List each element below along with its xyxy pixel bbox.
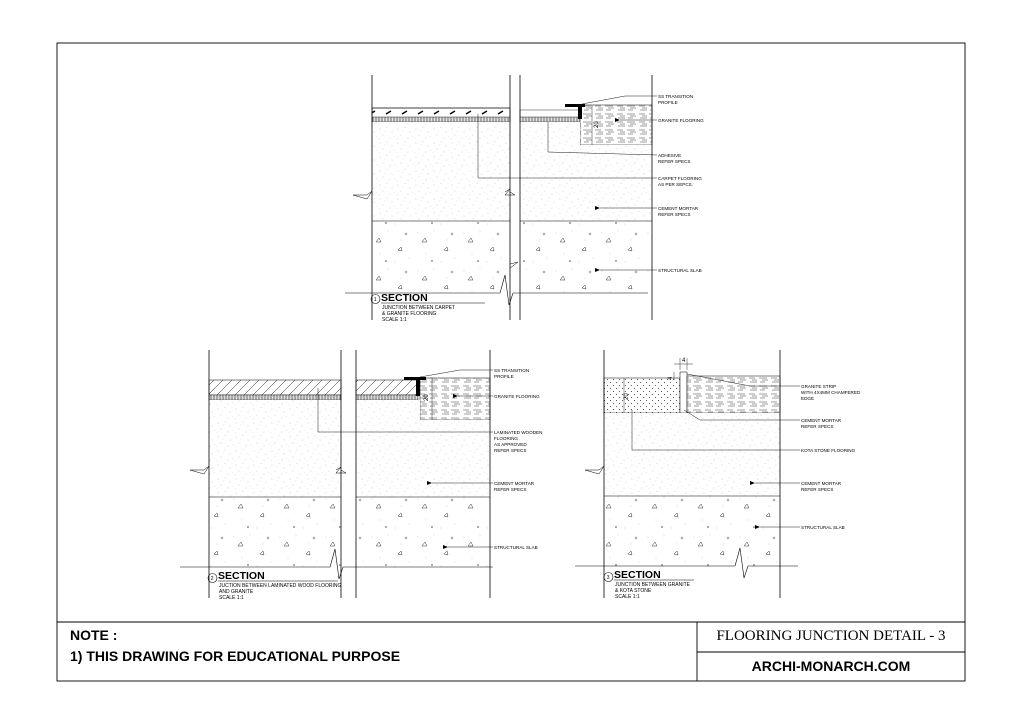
section-number-circle — [603, 572, 614, 582]
dimension-text: 4 — [682, 358, 686, 364]
structural-slab-left — [372, 221, 510, 293]
structural-slab — [604, 496, 780, 566]
leader-line — [477, 114, 657, 179]
leader-line — [547, 122, 658, 156]
label-structural-slab: STRUCTURAL SLAB — [494, 545, 538, 550]
structural-slab-left — [209, 497, 341, 567]
ss-transition-profile — [565, 104, 585, 119]
leader-line — [419, 369, 493, 378]
dimension-text: 20 — [424, 394, 430, 401]
drawing-title: FLOORING JUNCTION DETAIL - 3 — [716, 628, 946, 644]
section-title: SECTION — [614, 569, 661, 581]
note-heading: NOTE : — [70, 627, 118, 643]
adhesive-layer-right — [519, 116, 581, 123]
section-number-circle — [370, 294, 381, 304]
label-structural-slab: STRUCTURAL SLAB — [658, 268, 702, 273]
section-number-circle — [207, 573, 218, 583]
granite-flooring — [419, 377, 491, 421]
note-line-1: 1) THIS DRAWING FOR EDUCATIONAL PURPOSE — [70, 648, 401, 664]
section-title: SECTION — [381, 292, 428, 304]
section-title: SECTION — [218, 570, 265, 582]
ss-transition-profile — [404, 377, 426, 396]
leader-line — [683, 409, 800, 421]
label-granite-flooring: GRANITE FLOORING — [658, 118, 704, 123]
cement-mortar-right — [356, 420, 490, 497]
dimension-text: 4 — [668, 376, 674, 380]
section-number: 3 — [607, 575, 610, 581]
kota-stone — [603, 377, 681, 414]
section-number: 1 — [374, 297, 377, 303]
break-line-2 — [180, 548, 493, 580]
laminated-wood-right — [355, 379, 419, 396]
website-label: ARCHI-MONARCH.COM — [751, 658, 911, 674]
adhesive-layer-left — [371, 116, 511, 123]
cement-mortar-right — [520, 145, 652, 221]
break-line-1 — [345, 274, 648, 306]
cement-mortar-left — [372, 122, 510, 221]
label-structural-slab: STRUCTURAL SLAB — [801, 525, 845, 530]
section-caption: JUNCTION BETWEEN CARPET& GRANITE FLOORIN… — [382, 305, 455, 323]
section-number: 2 — [211, 576, 214, 582]
cement-mortar-top-right — [520, 122, 580, 145]
label-granite-flooring: GRANITE FLOORING — [494, 394, 540, 399]
leader-line — [317, 388, 493, 433]
sheet-border — [56, 42, 966, 682]
structural-slab-right — [520, 221, 652, 293]
break-line-3 — [575, 547, 798, 579]
granite-flooring — [686, 375, 781, 414]
dimension-text: 20 — [624, 393, 630, 400]
laminated-wood-left — [208, 379, 342, 396]
leader-line — [581, 95, 657, 105]
leader-line — [631, 410, 800, 451]
granite-strip — [679, 371, 688, 414]
granite-flooring — [579, 104, 653, 146]
label-kota-stone-flooring: KOTA STONE FLOORING — [801, 448, 856, 453]
cement-mortar-left — [209, 400, 341, 497]
structural-slab-right — [356, 497, 490, 567]
leader-line — [686, 373, 800, 387]
cement-mortar — [604, 413, 780, 496]
dimension-text: 20 — [594, 121, 600, 128]
